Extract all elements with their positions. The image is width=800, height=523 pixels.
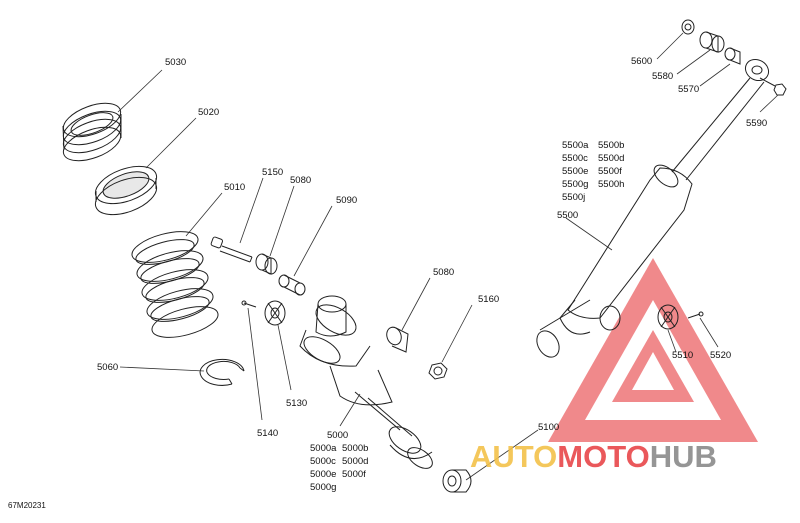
part-5140-screw (241, 300, 257, 308)
part-5500-shock-body (536, 58, 770, 358)
callout-5000: 5000 (327, 430, 348, 441)
part-5030-ring (62, 102, 122, 162)
variant-5000g: 5000g (310, 482, 336, 493)
callout-5520: 5520 (710, 350, 731, 361)
figure-code: 67M20231 (8, 501, 46, 510)
callout-5580: 5580 (652, 71, 673, 82)
callout-5010: 5010 (224, 182, 245, 193)
part-5100-bushing (442, 469, 472, 493)
variant-5000d: 5000d (342, 456, 368, 467)
part-5520-screw (687, 311, 704, 319)
callout-5090: 5090 (336, 195, 357, 206)
variant-5500a: 5500a (562, 140, 589, 151)
callout-5140: 5140 (257, 428, 278, 439)
watermark-hub: HUB (650, 439, 717, 474)
part-5150-bolt (210, 236, 253, 263)
variant-5500h: 5500h (598, 179, 624, 190)
callout-5600: 5600 (631, 56, 652, 67)
variant-5000c: 5000c (310, 456, 336, 467)
variant-5500j: 5500j (562, 192, 585, 203)
watermark-text: AUTOMOTOHUB (470, 439, 717, 474)
part-5580-spacer (699, 31, 725, 53)
watermark-logo (548, 258, 758, 442)
variant-5000e: 5000e (310, 469, 336, 480)
leader-lines (117, 32, 779, 481)
callout-5150: 5150 (262, 167, 283, 178)
variant-5500d: 5500d (598, 153, 624, 164)
part-5080-bushing-left (255, 253, 278, 275)
watermark-auto: AUTO (470, 439, 557, 474)
callout-5570: 5570 (678, 84, 699, 95)
callout-5060: 5060 (97, 362, 118, 373)
callout-5080-right: 5080 (433, 267, 454, 278)
variant-5500c: 5500c (562, 153, 588, 164)
callout-5130: 5130 (286, 398, 307, 409)
svg-text:AUTOMOTOHUB: AUTOMOTOHUB (470, 439, 717, 474)
variant-5500e: 5500e (562, 166, 588, 177)
part-5570-bushing (724, 47, 741, 65)
part-5160-nut (428, 362, 448, 380)
part-5080-bushing-right (386, 326, 409, 353)
watermark-moto: MOTO (557, 439, 649, 474)
callout-5500: 5500 (557, 210, 578, 221)
part-5010-spring (131, 231, 219, 338)
part-5600-cap (681, 19, 695, 35)
part-5000-shock-body (299, 295, 433, 469)
part-5060-clip (199, 358, 245, 386)
callout-labels: 5030 5020 5010 5150 5080 5090 5080 5160 … (8, 56, 767, 510)
variant-5500f: 5500f (598, 166, 622, 177)
variant-5500b: 5500b (598, 140, 624, 151)
callout-5030: 5030 (165, 57, 186, 68)
callout-5020: 5020 (198, 107, 219, 118)
callout-5080-left: 5080 (290, 175, 311, 186)
variant-5000b: 5000b (342, 443, 368, 454)
part-5590-bolt (759, 77, 787, 96)
callout-5510: 5510 (672, 350, 693, 361)
variant-5000f: 5000f (342, 469, 366, 480)
part-5090-sleeve (278, 274, 306, 296)
variant-5500g: 5500g (562, 179, 588, 190)
callout-5100: 5100 (538, 422, 559, 433)
callout-5590: 5590 (746, 118, 767, 129)
part-5020-retainer (94, 165, 158, 216)
variant-5000a: 5000a (310, 443, 337, 454)
part-5510-knob (657, 304, 679, 330)
part-5130-knob (264, 300, 286, 326)
callout-5160: 5160 (478, 294, 499, 305)
